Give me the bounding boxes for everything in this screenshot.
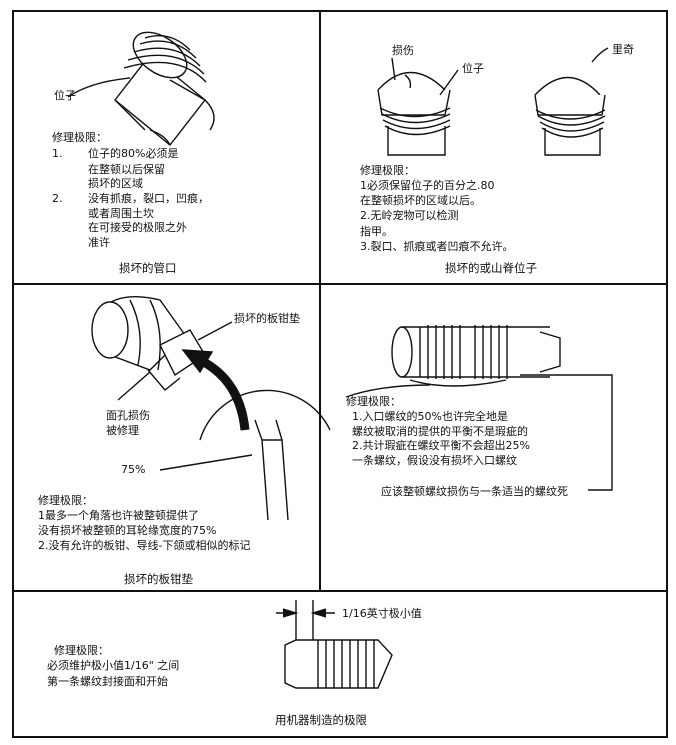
position-label: 位子 — [54, 89, 76, 102]
panel-caption: 损坏的管口 — [119, 261, 177, 275]
limit-line: 螺纹被取消的提供的平衡不是瑕疵的 — [352, 425, 528, 438]
flared-tube-drawing — [67, 31, 215, 146]
item-line: 没有抓痕，裂口，凹痕， — [88, 192, 209, 205]
limit-line: 第一条螺纹封接面和开始 — [47, 675, 168, 688]
repair-limits-title: 修理极限： — [52, 131, 107, 144]
panel-machining-limit — [12, 590, 668, 738]
limit-line: 没有损坏被整顿的耳轮缘宽度的75% — [38, 524, 217, 537]
item-line: 在整顿以后保留 — [88, 163, 165, 176]
item-line: 位子的80%必须是 — [88, 147, 179, 160]
zoom-detail — [159, 389, 331, 521]
ridge-label: 里奇 — [612, 43, 634, 56]
limit-line: 1最多一个角落也许被整顿提供了 — [38, 509, 199, 522]
repair-limits-title: 修理极限： — [54, 644, 109, 657]
dimension-label: 1/16英寸极小值 — [342, 607, 422, 620]
percent-label: 75% — [121, 463, 146, 476]
limit-line: 必须维护极小值1/16" 之间 — [47, 659, 180, 672]
curved-arrow — [181, 349, 250, 431]
item-line: 在可接受的极限之外 — [88, 221, 187, 234]
threaded-fitting-drawing — [345, 325, 613, 491]
limit-line: 在整顿损坏的区域以后。 — [360, 194, 481, 207]
item-line: 损坏的区域 — [88, 177, 143, 190]
panel-caption: 用机器制造的极限 — [275, 713, 367, 727]
repair-limits-title: 修理极限： — [38, 494, 93, 507]
ridged-seat-fitting-right — [534, 47, 609, 156]
repair-limits-title: 修理极限： — [360, 164, 415, 177]
thread-die-note: 应该整顿螺纹损伤与一条适当的螺纹死 — [381, 485, 568, 498]
limit-line: 指甲。 — [360, 225, 393, 238]
position-leader-line — [439, 69, 459, 96]
limit-line: 3.裂口、抓痕或者凹痕不允许。 — [360, 240, 514, 253]
face-label: 被修理 — [106, 424, 139, 437]
damaged-seat-fitting-left — [377, 57, 451, 156]
panel-caption: 损坏的或山脊位子 — [445, 261, 537, 275]
item-line: 准许 — [88, 236, 110, 249]
limit-line: 2.共计瑕疵在螺纹平衡不会超出25% — [352, 439, 530, 452]
face-leader-line — [117, 371, 151, 401]
machined-fitting-drawing — [276, 600, 393, 689]
damage-label: 损伤 — [392, 44, 414, 57]
limit-line: 1.入口螺纹的50%也许完全地是 — [352, 410, 508, 423]
limit-line: 1必须保留位子的百分之.80 — [360, 179, 495, 192]
face-label: 面孔损伤 — [106, 409, 150, 422]
item-number: 1. — [52, 147, 63, 160]
position-label: 位子 — [462, 62, 484, 75]
item-line: 或者周围土坎 — [88, 207, 154, 220]
wrench-pad-fitting-drawing — [91, 295, 233, 391]
limit-line: 一条螺纹，假设没有损坏入口螺纹 — [352, 454, 517, 467]
item-number: 2. — [52, 192, 63, 205]
limit-line: 2.没有允许的板钳、导线-下颌或相似的标记 — [38, 539, 251, 552]
panel-caption: 损坏的板钳垫 — [124, 572, 193, 586]
wrench-pad-label: 损坏的板钳垫 — [234, 312, 300, 325]
repair-limits-title: 修理极限： — [346, 395, 401, 408]
limit-line: 2.无岭宠物可以检测 — [360, 209, 459, 222]
